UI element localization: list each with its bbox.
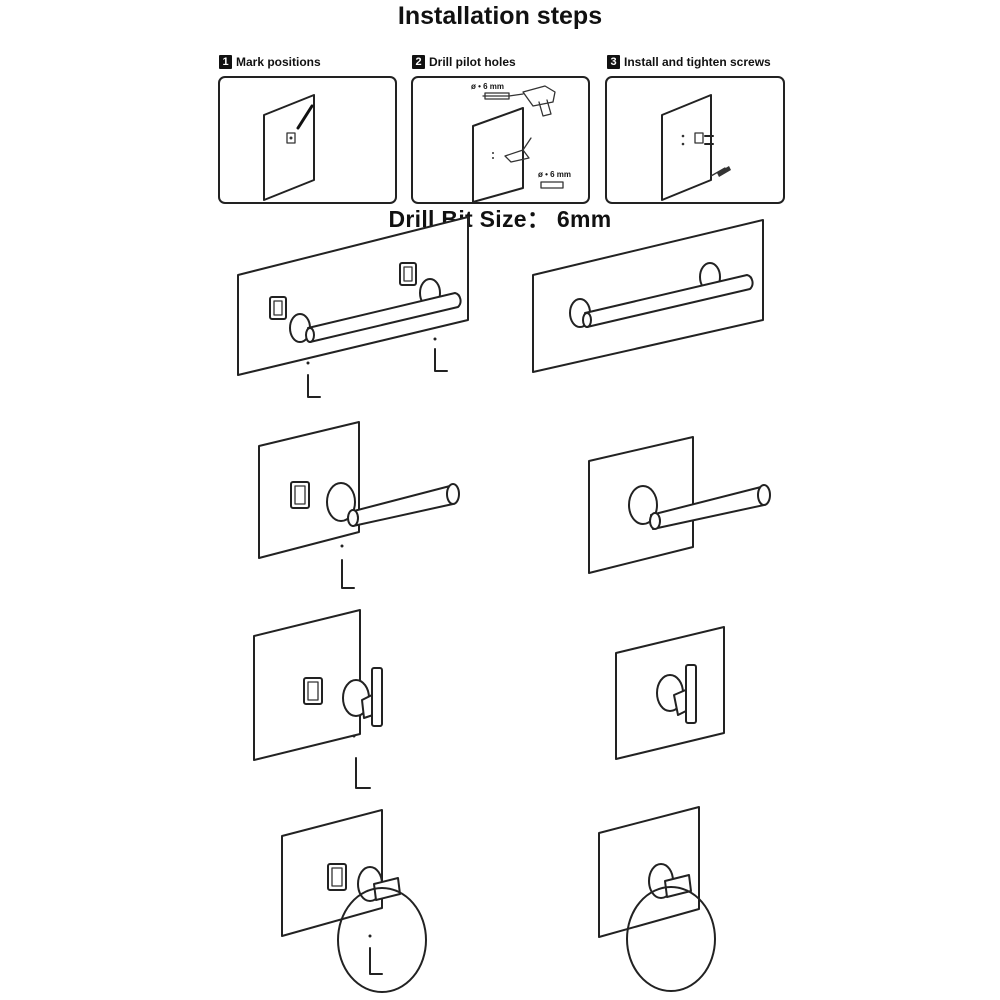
- step-2-header: 2 Drill pilot holes: [412, 55, 516, 69]
- allen-key-icon: [434, 348, 448, 372]
- pencil-icon: [296, 104, 314, 130]
- drill-bit-label-top: ø • 6 mm: [471, 82, 504, 91]
- allen-key-icon: [369, 947, 383, 975]
- mounting-bracket-icon: [303, 677, 323, 705]
- mounting-bracket-icon: [269, 262, 417, 320]
- power-drill-icon: [508, 85, 556, 117]
- robe-hook-installed: [615, 626, 725, 760]
- step-1-panel: [218, 76, 397, 204]
- allen-key-icon: [341, 559, 355, 589]
- page-title: Installation steps: [397, 2, 603, 30]
- mark-positions-illustration: [263, 94, 315, 201]
- drill-bit-size: Drill Bit Size： 6mm: [388, 206, 612, 232]
- mounting-bracket-icon: [327, 863, 347, 891]
- paper-roll-arm: [349, 485, 458, 527]
- towel-bar-installed: [532, 219, 764, 373]
- mounting-bracket-icon: [290, 481, 310, 509]
- step-1-label: Mark positions: [236, 55, 321, 69]
- towel-ring-exploded: [281, 809, 427, 993]
- towel-ring: [626, 886, 716, 992]
- drill-holes-illustration: ø • 6 mm ø • 6 mm: [471, 82, 571, 203]
- allen-key-icon: [307, 374, 321, 398]
- drill-bit-icon: [482, 92, 510, 100]
- step-3-number: 3: [607, 55, 620, 69]
- install-screws-illustration: [661, 94, 731, 201]
- towel-bar-exploded: [237, 216, 469, 398]
- towel-ring: [337, 887, 427, 993]
- towel-bar: [307, 292, 462, 343]
- towel-ring-installed: [598, 806, 716, 992]
- small-drill-icon: [504, 149, 530, 163]
- step-2-number: 2: [412, 55, 425, 69]
- step-3-label: Install and tighten screws: [624, 55, 771, 69]
- drill-bit-small-icon: [540, 181, 564, 189]
- step-2-panel: ø • 6 mm ø • 6 mm: [411, 76, 590, 204]
- towel-bar: [584, 274, 754, 328]
- paper-holder-installed: [588, 436, 771, 574]
- drill-bit-label-bottom: ø • 6 mm: [538, 170, 571, 179]
- step-2-label: Drill pilot holes: [429, 55, 516, 69]
- robe-hook-exploded: [253, 609, 383, 789]
- step-1-header: 1 Mark positions: [219, 55, 321, 69]
- step-1-number: 1: [219, 55, 232, 69]
- allen-key-icon: [355, 757, 371, 789]
- step-3-header: 3 Install and tighten screws: [607, 55, 771, 69]
- screwdriver-icon: [710, 167, 726, 177]
- step-3-panel: [605, 76, 785, 204]
- paper-holder-exploded: [258, 421, 460, 589]
